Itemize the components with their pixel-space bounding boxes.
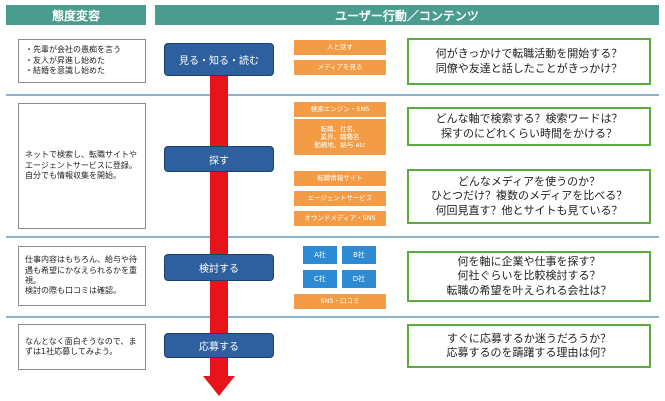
- tag-owned-media-sns: オウンドメディア・SNS: [294, 211, 386, 226]
- header-user-action-content: ユーザー行動／コンテンツ: [155, 5, 659, 25]
- tag-search-engine-sns: 検索エンジン・SNS: [294, 102, 386, 117]
- stage-divider: [6, 236, 659, 238]
- tag-agent-service: エージェントサービス: [294, 191, 386, 206]
- tag-sns-reviews: SNS・口コミ: [294, 294, 386, 309]
- question-box-stage-2a: どんな軸で検索する？検索ワードは？ 探すのにどれくらい時間をかける？: [407, 107, 651, 146]
- state-box-stage-3: 仕事内容はもちろん、給与や待遇も希望にかなえられるかを重視。 検討の際も口コミは…: [18, 246, 146, 306]
- state-box-stage-4: なんとなく面白そうなので、まずは1社応募してみよう。: [18, 324, 146, 370]
- state-box-stage-1: ・先輩が会社の愚痴を言う ・友人が昇進し始めた ・結婚を意識し始めた: [18, 39, 146, 83]
- company-d: D社: [342, 270, 376, 288]
- question-box-stage-3: 何を軸に企業や仕事を探す？ 何社ぐらいを比較検討する？ 転職の希望を叶えられる会…: [407, 251, 651, 302]
- tag-search-keywords: 転職、社名、 業界、職種名 勤務地、給与 etc: [294, 119, 386, 155]
- tag-see-media: メディアを見る: [294, 60, 386, 75]
- stage-divider: [6, 316, 659, 318]
- question-box-stage-1: 何がきっかけで転職活動を開始する？ 同僚や友達と話したことがきっかけ？: [407, 38, 651, 85]
- state-box-stage-2: ネットで検索し、転職サイトやエージェントサービスに登録。自分でも情報収集を開始。: [18, 103, 146, 229]
- company-a: A社: [303, 246, 337, 264]
- flow-arrow-head: [203, 376, 235, 396]
- action-apply: 応募する: [164, 333, 274, 358]
- flow-arrow-shaft: [210, 60, 228, 378]
- action-search: 探す: [164, 146, 274, 172]
- question-box-stage-2b: どんなメディアを使うのか？ ひとつだけ？複数のメディアを比べる？ 何回見直す？他…: [407, 169, 651, 224]
- company-b: B社: [342, 246, 376, 264]
- company-c: C社: [303, 270, 337, 288]
- header-attitude-change: 態度変容: [6, 5, 146, 25]
- stage-divider: [6, 94, 659, 96]
- action-consider: 検討する: [164, 254, 274, 281]
- action-see-know-read: 見る・知る・読む: [164, 43, 274, 76]
- question-box-stage-4: すぐに応募するか迷うだろうか？ 応募するのを躊躇する理由は何？: [407, 324, 651, 368]
- tag-job-info-site: 転職情報サイト: [294, 171, 386, 186]
- tag-talk-to-people: 人と話す: [294, 40, 386, 55]
